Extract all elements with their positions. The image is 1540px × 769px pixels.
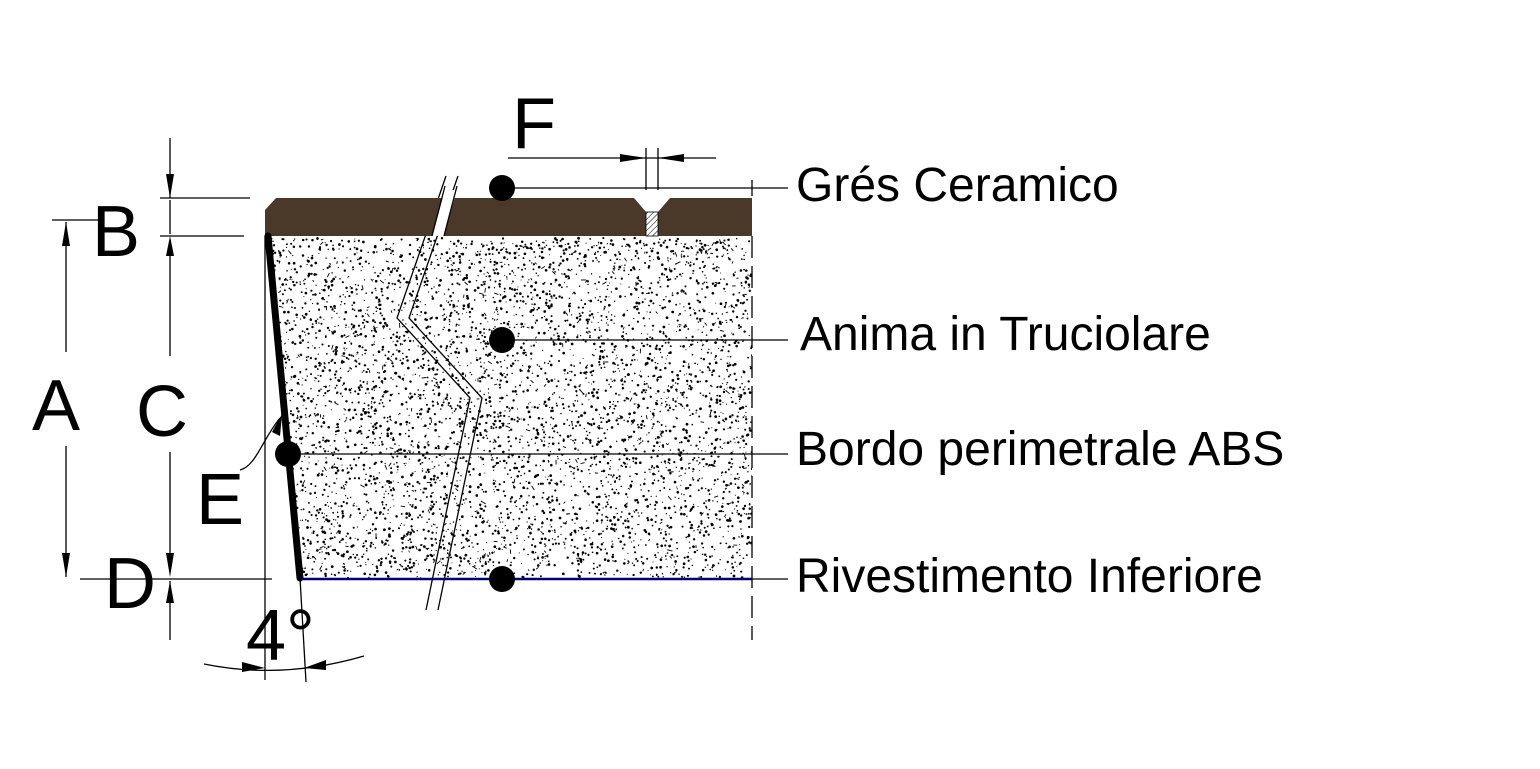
dim-label-c: C [136,372,188,452]
core-body [268,236,752,578]
ceramic-layer [265,185,752,237]
leader-edge [275,441,788,467]
dim-label-b: B [92,192,140,272]
dim-label-e: E [196,460,244,540]
leader-bottom [489,566,788,592]
label-bottom: Rivestimento Inferiore [796,550,1263,603]
break-line-right [408,175,483,611]
abs-edge-band [264,232,304,582]
break-line-left [396,175,471,611]
angle-dimension [203,577,365,683]
break-gap-ceramic [432,190,457,236]
ceramic-tile-right [658,198,752,236]
angle-label: 4° [246,596,315,676]
dim-label-d: D [104,544,156,624]
dimension-a [52,219,98,577]
dim-label-f: F [512,84,556,164]
leader-core [489,327,788,353]
label-edge: Bordo perimetrale ABS [796,423,1284,476]
dimension-e-leader [239,414,282,471]
grout-joint [645,211,659,237]
dimension-bcd [160,138,250,640]
dim-label-a: A [32,366,80,446]
label-core: Anima in Truciolare [800,308,1211,361]
ceramic-tile-left [265,198,646,236]
leader-ceramic [489,175,788,201]
dimension-f [508,148,716,190]
label-ceramic: Grés Ceramico [796,159,1119,212]
leader-dot-bottom [489,566,515,592]
